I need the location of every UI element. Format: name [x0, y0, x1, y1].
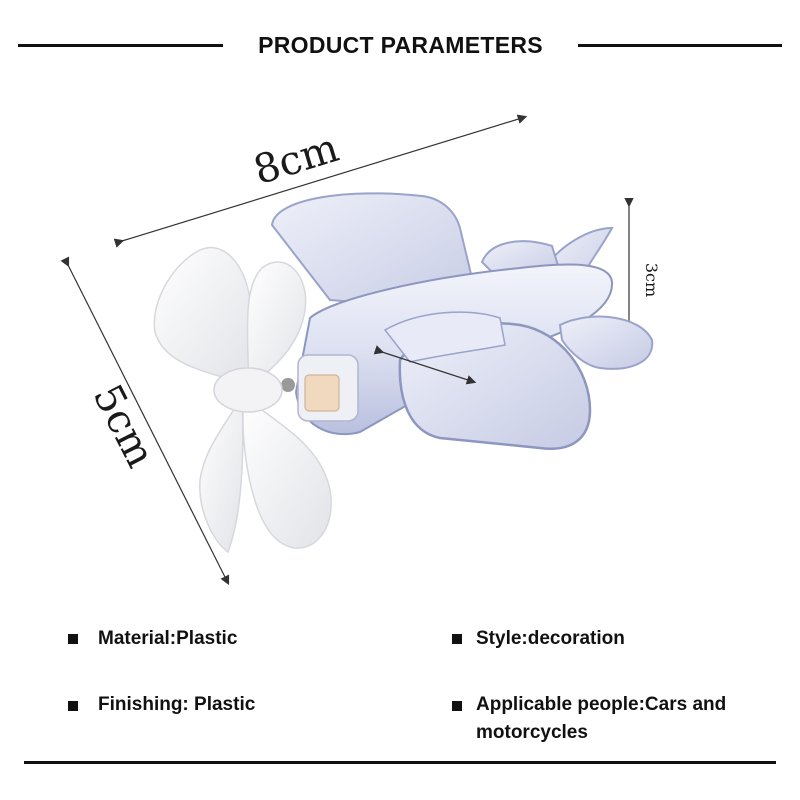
height-label: 5cm: [84, 377, 164, 474]
spec-applicable-people: Applicable people:Cars and motorcycles: [476, 694, 727, 743]
spec-finishing: Finishing: Plastic: [98, 694, 256, 715]
length-label: 8cm: [248, 125, 343, 194]
bullet-icon: [68, 634, 78, 644]
airplane-icon: [270, 192, 654, 450]
spec-material: Material:Plastic: [98, 628, 238, 649]
header-rule-right: [578, 44, 782, 47]
product-illustration: 8cm 5cm 3cm: [60, 114, 661, 586]
spec-style: Style:decoration: [476, 628, 625, 649]
header-rule-left: [18, 44, 223, 47]
propeller-icon: [153, 246, 332, 554]
bottom-rule: [24, 761, 776, 764]
depth-label: 3cm: [642, 263, 661, 297]
bullet-icon: [452, 634, 462, 644]
bullet-icon: [452, 701, 462, 711]
bullet-icon: [68, 701, 78, 711]
page-title: PRODUCT PARAMETERS: [258, 32, 543, 58]
